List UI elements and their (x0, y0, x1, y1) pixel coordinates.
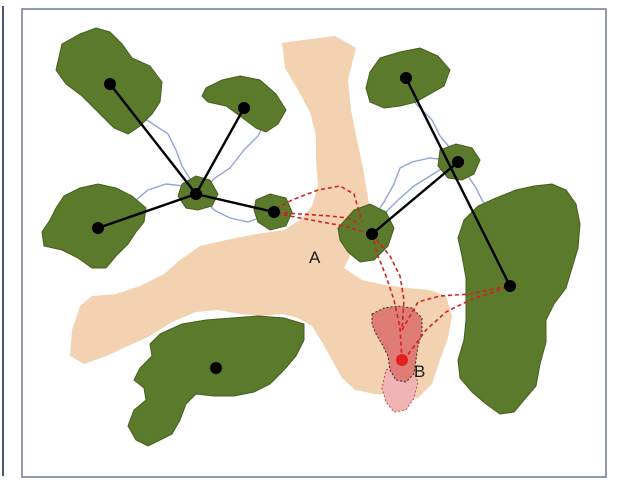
alt-route-6 (403, 285, 511, 361)
hotspot-patch (371, 305, 423, 383)
node-top-right (400, 72, 412, 84)
node-left (92, 222, 104, 234)
link-hub-stepping (194, 192, 276, 214)
node-top-left (104, 78, 116, 90)
point-b-marker (396, 354, 408, 366)
node-right-large (504, 280, 516, 292)
outer-frame-left (2, 6, 4, 476)
habitat-patch-bottom-left (127, 315, 305, 447)
alt-route-5 (371, 233, 405, 331)
network-nodes (92, 72, 516, 374)
label-b: B (414, 362, 425, 381)
stream-right-a (371, 157, 449, 221)
alt-route-7 (401, 285, 511, 331)
link-hub-left (96, 192, 198, 230)
alt-route-1 (269, 185, 363, 223)
node-stepping-stone (268, 206, 280, 218)
network-links (96, 76, 512, 288)
node-right-small (452, 156, 464, 168)
link-center-rightsmall (370, 160, 460, 236)
node-hub (190, 188, 202, 200)
node-center (366, 228, 378, 240)
node-bottom-left (210, 362, 222, 374)
link-hub-topcenter (194, 106, 246, 196)
node-top-center (238, 102, 250, 114)
land-area (70, 36, 452, 398)
link-topright-large (404, 76, 512, 288)
alt-route-4 (371, 233, 403, 361)
label-a: A (309, 248, 321, 267)
link-hub-topleft (108, 82, 198, 196)
alt-route-2 (269, 211, 373, 235)
alternative-routes (269, 185, 511, 361)
